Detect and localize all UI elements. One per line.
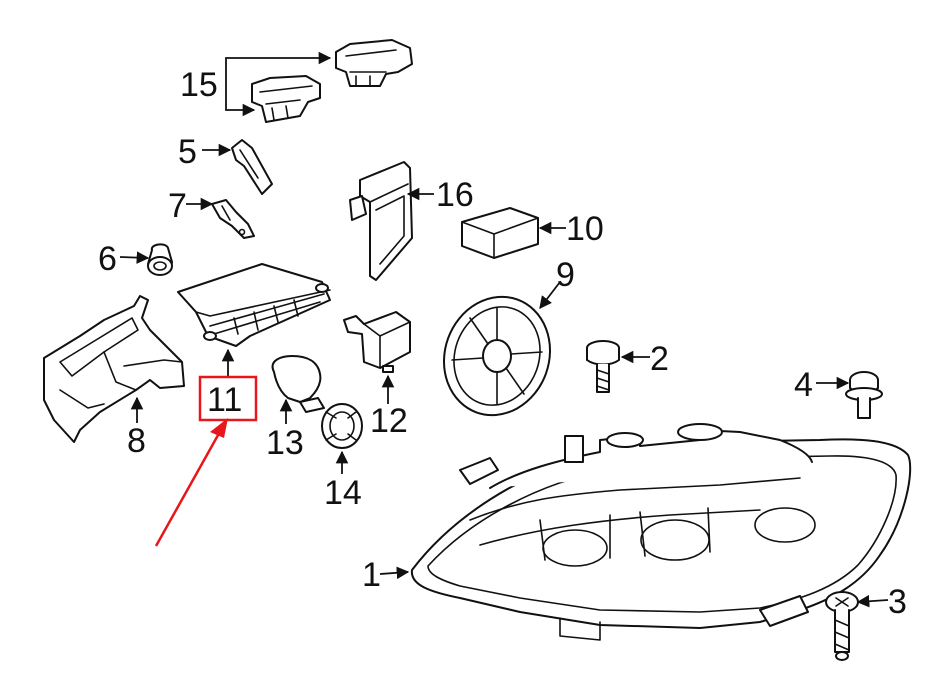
cover-cap-9 bbox=[443, 295, 551, 417]
callout-14: 14 bbox=[324, 474, 362, 512]
grommet-6 bbox=[147, 243, 173, 276]
highlight-box bbox=[198, 375, 258, 422]
callout-8: 8 bbox=[127, 422, 146, 460]
mounting-bracket-8 bbox=[43, 295, 185, 443]
leader-lines bbox=[119, 51, 889, 608]
led-driver-12 bbox=[343, 311, 411, 373]
highlight-arrowhead bbox=[210, 418, 228, 438]
callout-3: 3 bbox=[888, 583, 907, 621]
callout-4: 4 bbox=[794, 366, 813, 404]
control-unit-10 bbox=[461, 207, 539, 259]
callout-6: 6 bbox=[98, 240, 117, 278]
callout-5: 5 bbox=[178, 133, 197, 171]
callout-1: 1 bbox=[362, 556, 381, 594]
socket-14 bbox=[321, 403, 363, 449]
flange-bolt-4 bbox=[845, 371, 883, 419]
screw-2 bbox=[586, 340, 620, 393]
bulb-13 bbox=[271, 355, 325, 413]
callout-12: 12 bbox=[370, 402, 408, 440]
bolt-3 bbox=[825, 591, 859, 661]
headlamp-assembly bbox=[410, 423, 912, 641]
bracket-plate-16 bbox=[349, 161, 413, 281]
callout-7: 7 bbox=[168, 187, 187, 225]
led-module-11 bbox=[177, 263, 331, 347]
callout-13: 13 bbox=[266, 424, 304, 462]
bracket-7 bbox=[211, 199, 255, 239]
callout-9: 9 bbox=[556, 256, 575, 294]
callout-16: 16 bbox=[436, 176, 474, 214]
callout-15: 15 bbox=[180, 66, 218, 104]
caps-15 bbox=[251, 39, 413, 123]
callout-11: 11 bbox=[207, 381, 242, 419]
callout-10: 10 bbox=[566, 210, 604, 248]
highlight-arrow bbox=[154, 427, 224, 547]
callout-2: 2 bbox=[650, 340, 669, 378]
bracket-5 bbox=[231, 139, 273, 195]
